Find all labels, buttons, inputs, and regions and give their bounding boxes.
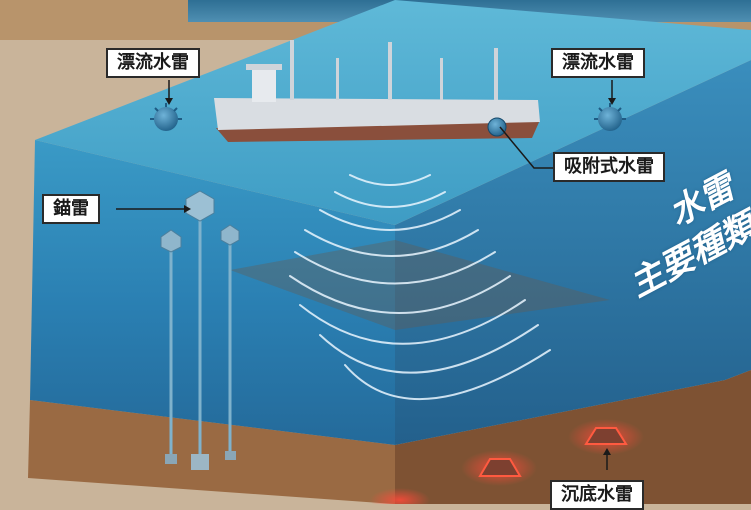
- drifting-mine-left: [150, 103, 182, 131]
- moored-mine-label: 錨雷: [42, 194, 100, 224]
- sonar-waves: [289, 174, 551, 401]
- drifting-mine-right: [594, 103, 626, 131]
- bottom-mine-label: 沉底水雷: [550, 480, 644, 510]
- water-front-face: [30, 140, 395, 445]
- ship-bridge: [252, 68, 276, 102]
- ship-masts: [290, 40, 498, 100]
- bottom-mines: [370, 419, 644, 504]
- leader-arrowheads: [165, 98, 616, 455]
- drifting-mine-label-left: 漂流水雷: [106, 48, 200, 78]
- moored-mines: [160, 190, 240, 470]
- ship-bridge-top: [246, 64, 282, 70]
- ship-deck: [214, 98, 540, 130]
- drifting-mine-label-right: 漂流水雷: [551, 48, 645, 78]
- limpet-mine: [487, 117, 507, 137]
- ship-hull: [216, 120, 540, 142]
- seabed-front: [28, 400, 395, 504]
- cargo-ship: [214, 40, 540, 142]
- limpet-mine-label: 吸附式水雷: [553, 152, 665, 182]
